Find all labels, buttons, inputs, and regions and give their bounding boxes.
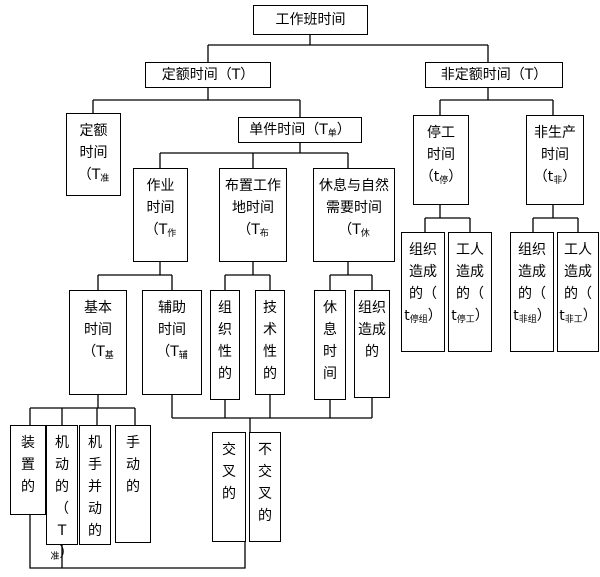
node-label: 休息与自然 需要时间 （T休 bbox=[319, 178, 389, 239]
node-arrange-organizational: 组 织 性 的 bbox=[210, 290, 240, 400]
node-label: 单件时间（T单） bbox=[249, 122, 351, 139]
node-label: 停工 时间 （t停） bbox=[419, 125, 463, 186]
node-label: 组 织 性 的 bbox=[218, 300, 232, 382]
node-label: 工人 造成 的（ t非工） bbox=[559, 242, 597, 325]
node-aux-time: 辅助 时间 （T辅 bbox=[142, 290, 202, 395]
node-arrange-technical: 技 术 性 的 bbox=[255, 290, 285, 395]
node-rest-break: 休 息 时 间 bbox=[314, 290, 346, 400]
node-label: 不 交 叉 的 bbox=[258, 442, 272, 524]
node-stoppage-time: 停工 时间 （t停） bbox=[413, 115, 469, 205]
node-machine: 机 动 的 （ T准） bbox=[46, 425, 78, 562]
node-label: 休 息 时 间 bbox=[323, 300, 337, 382]
node-hand-machine: 机 手 并 动 的 bbox=[79, 425, 111, 545]
node-label: 定额 时间 （T准 bbox=[77, 123, 110, 184]
node-label: 非定额时间（T） bbox=[440, 67, 548, 83]
node-label: 工人 造成 的（ t停工） bbox=[451, 242, 489, 325]
node-quota-time: 定额时间（T） bbox=[145, 62, 271, 88]
node-nonproductive-worker: 工人 造成 的（ t非工） bbox=[557, 232, 599, 352]
node-rest-organizational: 组织 造成 的 bbox=[354, 290, 390, 398]
node-label: 组织 造成 的（ t非组） bbox=[513, 242, 551, 325]
node-label: 机 动 的 （ T准） bbox=[50, 435, 74, 562]
node-device: 装 置 的 bbox=[10, 425, 46, 515]
node-arrange-time: 布置工作 地时间 （T布 bbox=[219, 168, 287, 262]
node-label: 基本 时间 （T基 bbox=[82, 300, 114, 361]
node-nonproductive-organizational: 组织 造成 的（ t非组） bbox=[510, 232, 554, 352]
node-label: 交 叉 的 bbox=[222, 442, 236, 502]
node-prep-time: 定额 时间 （T准 bbox=[66, 113, 121, 196]
node-nonquota-time: 非定额时间（T） bbox=[425, 62, 563, 88]
node-basic-time: 基本 时间 （T基 bbox=[69, 290, 127, 395]
node-work-time: 作业 时间 （T作 bbox=[133, 168, 188, 262]
node-label: 定额时间（T） bbox=[161, 67, 255, 83]
node-non-overlapping: 不 交 叉 的 bbox=[249, 432, 281, 542]
node-label: 布置工作 地时间 （T布 bbox=[225, 178, 281, 239]
node-label: 手 动 的 bbox=[126, 435, 140, 495]
node-label: 机 手 并 动 的 bbox=[88, 435, 102, 539]
node-label: 工作班时间 bbox=[275, 12, 346, 28]
node-label: 非生产 时间 （t非） bbox=[533, 125, 577, 186]
node-label: 组织 造成 的（ t停组） bbox=[404, 242, 442, 325]
node-overlapping: 交 叉 的 bbox=[212, 432, 246, 542]
node-label: 组织 造成 的 bbox=[358, 300, 386, 360]
node-unit-time: 单件时间（T单） bbox=[238, 117, 362, 143]
node-stoppage-organizational: 组织 造成 的（ t停组） bbox=[401, 232, 445, 352]
node-label: 技 术 性 的 bbox=[263, 300, 277, 382]
node-stoppage-worker: 工人 造成 的（ t停工） bbox=[448, 232, 492, 352]
node-manual: 手 动 的 bbox=[115, 425, 151, 543]
node-shift-time: 工作班时间 bbox=[253, 5, 368, 35]
node-label: 作业 时间 （T作 bbox=[144, 178, 177, 239]
node-label: 装 置 的 bbox=[21, 435, 35, 495]
node-rest-time: 休息与自然 需要时间 （T休 bbox=[313, 168, 395, 262]
node-nonproductive-time: 非生产 时间 （t非） bbox=[526, 115, 584, 205]
node-label: 辅助 时间 （T辅 bbox=[156, 300, 188, 361]
